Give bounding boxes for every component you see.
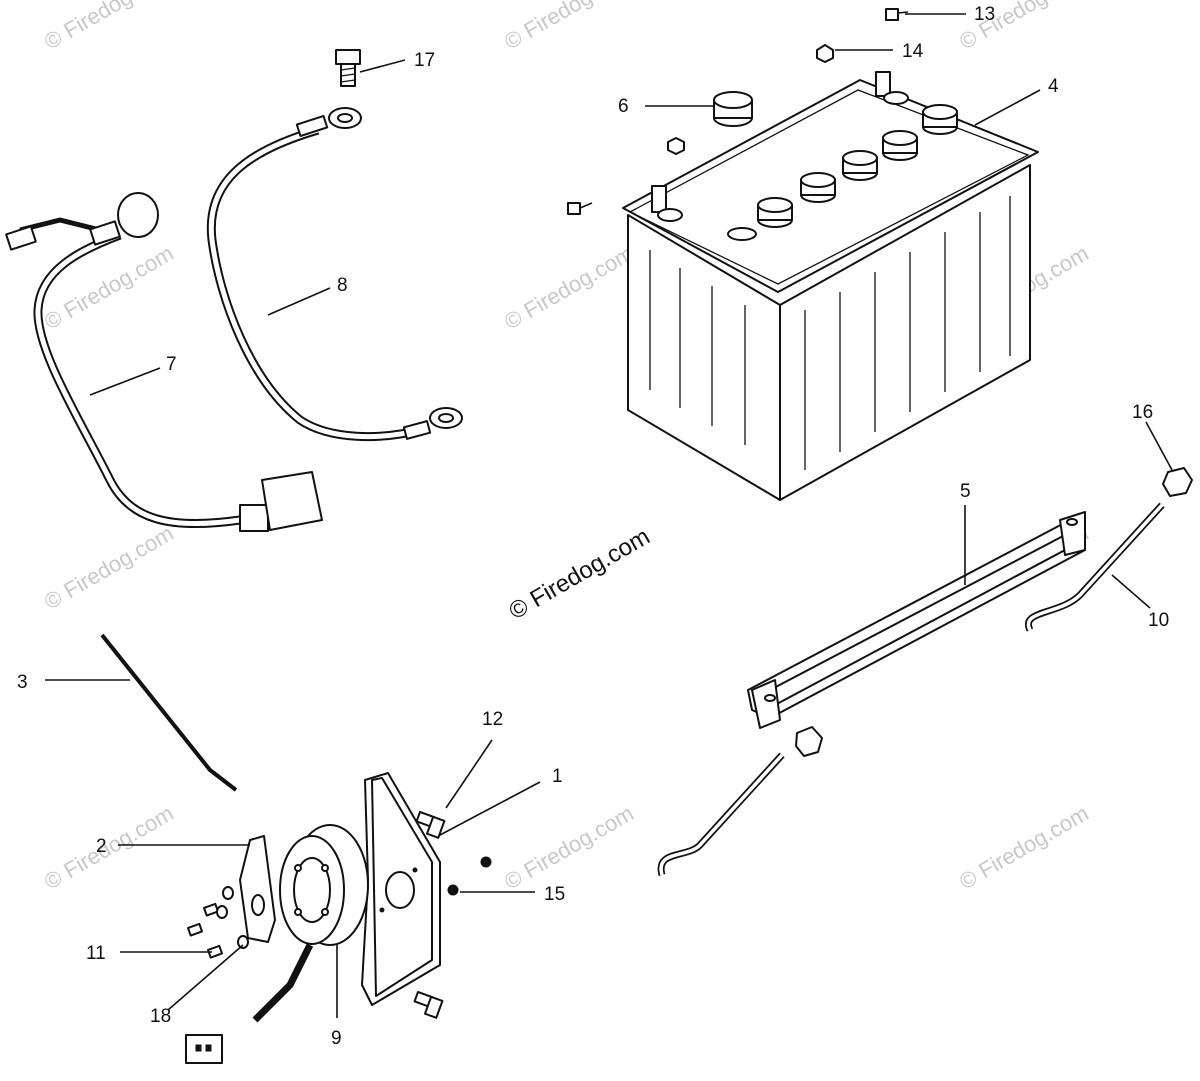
callout-3: 3 bbox=[17, 672, 28, 693]
bolt-13 bbox=[885, 8, 909, 21]
callout-5: 5 bbox=[960, 481, 971, 502]
watermark: © Firedog.com bbox=[40, 520, 178, 614]
coil-bracket bbox=[239, 835, 276, 943]
watermark: © Firedog.com bbox=[500, 800, 638, 894]
watermark: © Firedog.com bbox=[40, 0, 178, 54]
watermark: © Firedog.com bbox=[40, 240, 178, 334]
hold-down-bracket bbox=[747, 511, 1086, 729]
j-bolt bbox=[657, 502, 1165, 876]
watermark: © Firedog.com bbox=[40, 800, 178, 894]
callouts: 1 2 3 4 5 6 7 8 9 10 11 12 13 14 15 16 1… bbox=[17, 4, 1169, 1049]
battery bbox=[622, 71, 1039, 501]
fasteners bbox=[187, 811, 492, 1019]
watermark: © Firedog.com bbox=[955, 800, 1093, 894]
battery-cable bbox=[206, 107, 463, 442]
callout-13: 13 bbox=[974, 4, 995, 25]
flange-nut bbox=[795, 467, 1193, 757]
choke-rod bbox=[100, 633, 238, 792]
callout-6: 6 bbox=[618, 96, 629, 117]
center-watermark: © Firedog.com bbox=[505, 523, 655, 625]
callout-17: 17 bbox=[414, 50, 435, 71]
battery-cap-spare bbox=[713, 91, 753, 127]
stator-coil bbox=[185, 824, 369, 1064]
watermark: © Firedog.com bbox=[500, 0, 638, 54]
callout-11: 11 bbox=[86, 943, 106, 964]
callout-2: 2 bbox=[96, 836, 107, 857]
callout-4: 4 bbox=[1048, 76, 1059, 97]
callout-7: 7 bbox=[166, 354, 177, 375]
terminal-bolt bbox=[567, 202, 593, 215]
callout-14: 14 bbox=[902, 41, 924, 62]
terminal-nut bbox=[667, 137, 685, 155]
watermark: © Firedog.com bbox=[500, 240, 638, 334]
callout-12: 12 bbox=[482, 709, 503, 730]
leader-lines bbox=[45, 13, 1173, 1018]
battery-caps bbox=[727, 104, 958, 241]
callout-15: 15 bbox=[544, 884, 565, 905]
wire-harness bbox=[5, 192, 323, 532]
callout-18: 18 bbox=[150, 1006, 171, 1027]
mounting-plate bbox=[361, 772, 441, 1006]
nut-14 bbox=[816, 44, 834, 63]
callout-9: 9 bbox=[331, 1028, 342, 1049]
callout-1: 1 bbox=[552, 766, 563, 787]
callout-10: 10 bbox=[1148, 610, 1169, 631]
bolt-17 bbox=[335, 49, 361, 87]
callout-16: 16 bbox=[1132, 402, 1153, 423]
callout-8: 8 bbox=[337, 275, 348, 296]
